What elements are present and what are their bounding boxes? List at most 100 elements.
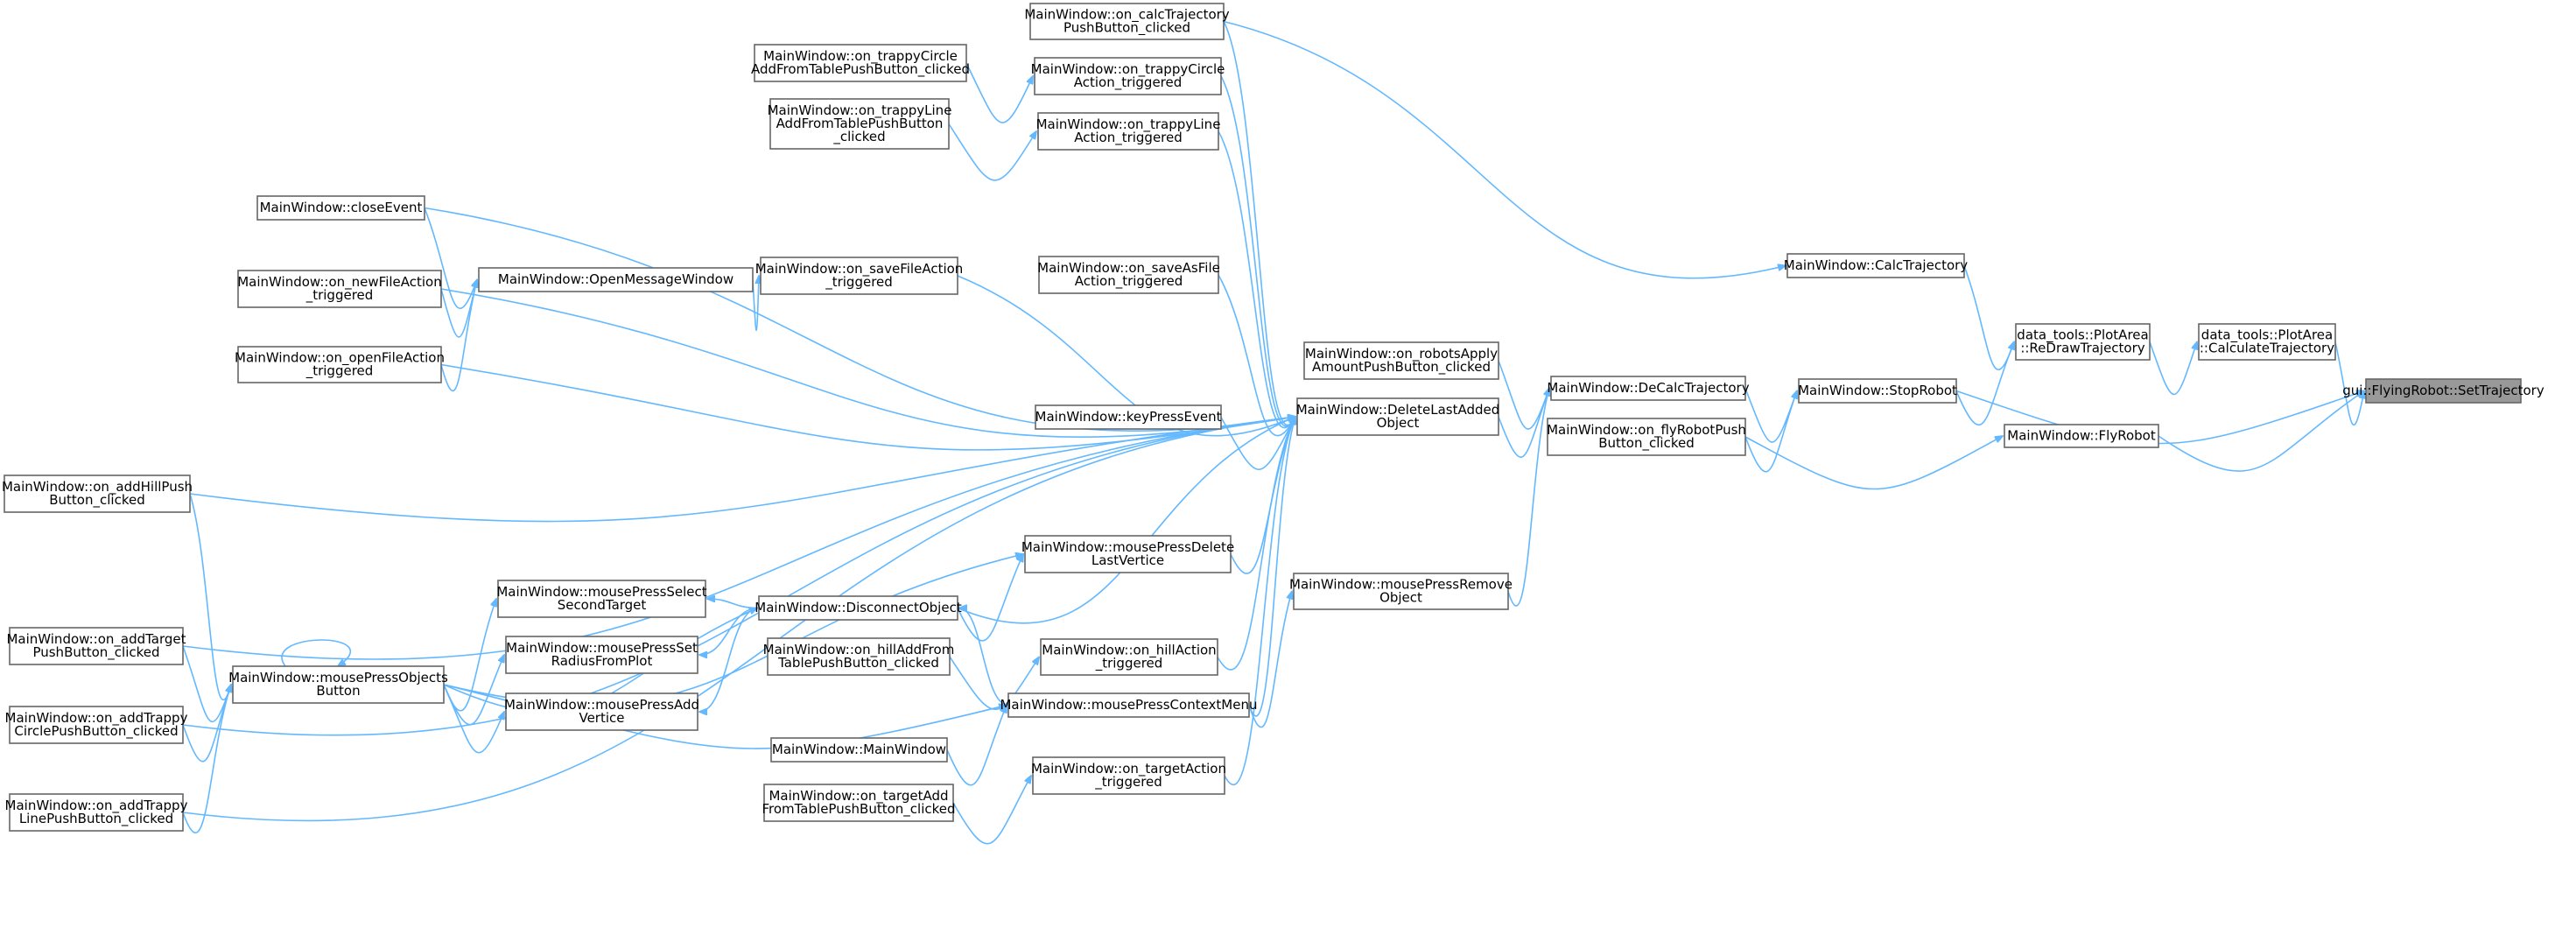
node-label: MainWindow::mousePressObjects — [228, 670, 448, 685]
function-node[interactable]: MainWindow::on_trappyCircleAddFromTableP… — [751, 44, 970, 82]
node-box — [763, 784, 954, 822]
function-node[interactable]: MainWindow::CalcTrajectory — [1784, 253, 1969, 278]
node-label: MainWindow::on_targetAdd — [769, 788, 948, 805]
function-node[interactable]: MainWindow::StopRobot — [1798, 378, 1957, 404]
node-box — [4, 475, 191, 513]
call-edge — [440, 280, 477, 391]
node-label: MainWindow::on_flyRobotPush — [1547, 422, 1746, 439]
node-label: MainWindow::on_trappyCircle — [763, 48, 958, 65]
node-label: ::ReDrawTrajectory — [2020, 341, 2144, 356]
function-node[interactable]: MainWindow::on_trappyLineAction_triggere… — [1036, 112, 1221, 151]
function-node[interactable]: MainWindow::on_addTrappyLinePushButton_c… — [5, 793, 188, 832]
function-node[interactable]: data_tools::PlotArea::ReDrawTrajectory — [2015, 323, 2151, 361]
call-edge — [1963, 265, 2014, 370]
call-edge — [182, 685, 231, 763]
node-label: MainWindow::DeleteLastAdded — [1296, 402, 1500, 418]
node-label: Object — [1377, 415, 1420, 431]
function-node[interactable]: MainWindow::on_flyRobotPushButton_clicke… — [1547, 418, 1746, 456]
node-label: ::CalculateTrajectory — [2200, 341, 2334, 356]
call-edge — [281, 639, 352, 666]
node-box — [1296, 397, 1499, 436]
node-box — [1007, 692, 1250, 718]
call-edge — [189, 417, 1295, 523]
node-layer: gui::FlyingRobot::SetTrajectorydata_tool… — [2, 3, 2544, 832]
node-box — [497, 580, 706, 618]
node-label: MainWindow::FlyRobot — [2007, 428, 2156, 444]
function-node[interactable]: MainWindow::on_hillAction_triggered — [1040, 638, 1218, 676]
node-label: MainWindow::OpenMessageWindow — [498, 271, 733, 287]
function-node[interactable]: MainWindow::MainWindow — [770, 737, 948, 763]
node-label: CirclePushButton_clicked — [14, 723, 178, 740]
node-box — [760, 257, 958, 295]
node-label: MainWindow::on_addHillPush — [2, 479, 193, 496]
call-edge — [707, 599, 760, 609]
node-box — [237, 270, 442, 308]
node-box — [769, 98, 950, 150]
node-label: MainWindow::DeCalcTrajectory — [1547, 380, 1749, 396]
function-node[interactable]: MainWindow::DeCalcTrajectory — [1547, 376, 1750, 401]
function-node[interactable]: MainWindow::OpenMessageWindow — [478, 267, 754, 292]
node-label: MainWindow::mousePressDelete — [1021, 539, 1234, 555]
function-node[interactable]: MainWindow::on_calcTrajectoryPushButton_… — [1024, 3, 1230, 40]
call-edge — [182, 417, 1295, 822]
function-node[interactable]: MainWindow::DisconnectObject — [755, 595, 962, 621]
node-label: MainWindow::MainWindow — [772, 742, 946, 757]
node-label: MainWindow::mousePressSet — [506, 640, 698, 656]
node-box — [1037, 112, 1219, 151]
function-node[interactable]: MainWindow::FlyRobot — [2004, 424, 2159, 448]
call-edge — [443, 684, 504, 754]
function-node[interactable]: MainWindow::on_targetAction_triggered — [1031, 756, 1226, 795]
call-edge — [424, 207, 1295, 432]
function-node[interactable]: MainWindow::on_addTrappyCirclePushButton… — [5, 706, 188, 744]
function-node[interactable]: MainWindow::closeEvent — [256, 195, 425, 221]
node-label: Button_clicked — [1598, 435, 1694, 452]
node-box — [256, 195, 425, 221]
function-node[interactable]: MainWindow::mousePressContextMenu — [1000, 692, 1258, 718]
call-edge — [1498, 360, 1549, 430]
function-node[interactable]: MainWindow::on_newFileAction_triggered — [237, 270, 442, 308]
node-box — [505, 692, 698, 731]
function-node[interactable]: data_tools::PlotArea::CalculateTrajector… — [2198, 323, 2336, 361]
function-node[interactable]: MainWindow::on_saveFileAction_triggered — [755, 257, 964, 295]
node-box — [1798, 378, 1957, 404]
function-node[interactable]: MainWindow::on_trappyCircleAction_trigge… — [1031, 57, 1225, 95]
node-label: MainWindow::keyPressEvent — [1035, 409, 1222, 425]
function-node[interactable]: MainWindow::on_targetAddFromTablePushBut… — [762, 784, 956, 822]
node-label: PushButton_clicked — [1063, 20, 1190, 37]
node-label: FromTablePushButton_clicked — [762, 801, 955, 818]
function-node[interactable]: gui::FlyingRobot::SetTrajectory — [2342, 378, 2544, 404]
function-node[interactable]: MainWindow::on_saveAsFileAction_triggere… — [1037, 256, 1220, 294]
function-node[interactable]: MainWindow::on_addTargetPushButton_click… — [6, 627, 186, 665]
call-edge — [443, 554, 1023, 706]
node-box — [9, 793, 184, 832]
call-edge — [952, 776, 1031, 845]
node-label: LastVertice — [1091, 552, 1164, 568]
node-label: MainWindow::on_saveAsFile — [1037, 260, 1220, 277]
node-label: MainWindow::on_openFileAction — [235, 350, 445, 367]
node-label: Action_triggered — [1075, 273, 1183, 290]
node-label: MainWindow::on_calcTrajectory — [1024, 7, 1229, 24]
node-label: Action_triggered — [1074, 74, 1183, 91]
function-node[interactable]: MainWindow::on_trappyLineAddFromTablePus… — [768, 98, 952, 150]
node-label: MainWindow::on_robotsApply — [1305, 346, 1498, 362]
function-node[interactable]: MainWindow::keyPressEvent — [1035, 404, 1222, 430]
function-node[interactable]: MainWindow::on_openFileAction_triggered — [235, 346, 445, 383]
node-label: _triggered — [305, 287, 374, 304]
function-node[interactable]: MainWindow::on_robotsApplyAmountPushButt… — [1303, 341, 1499, 380]
node-box — [1024, 535, 1232, 573]
node-box — [770, 737, 948, 763]
function-node[interactable]: MainWindow::on_hillAddFromTablePushButto… — [763, 637, 955, 676]
call-edge — [946, 706, 1007, 786]
node-box — [758, 595, 958, 621]
call-edge — [2149, 342, 2197, 395]
node-box — [2198, 323, 2336, 361]
node-label: MainWindow::on_hillAddFrom — [763, 642, 955, 658]
